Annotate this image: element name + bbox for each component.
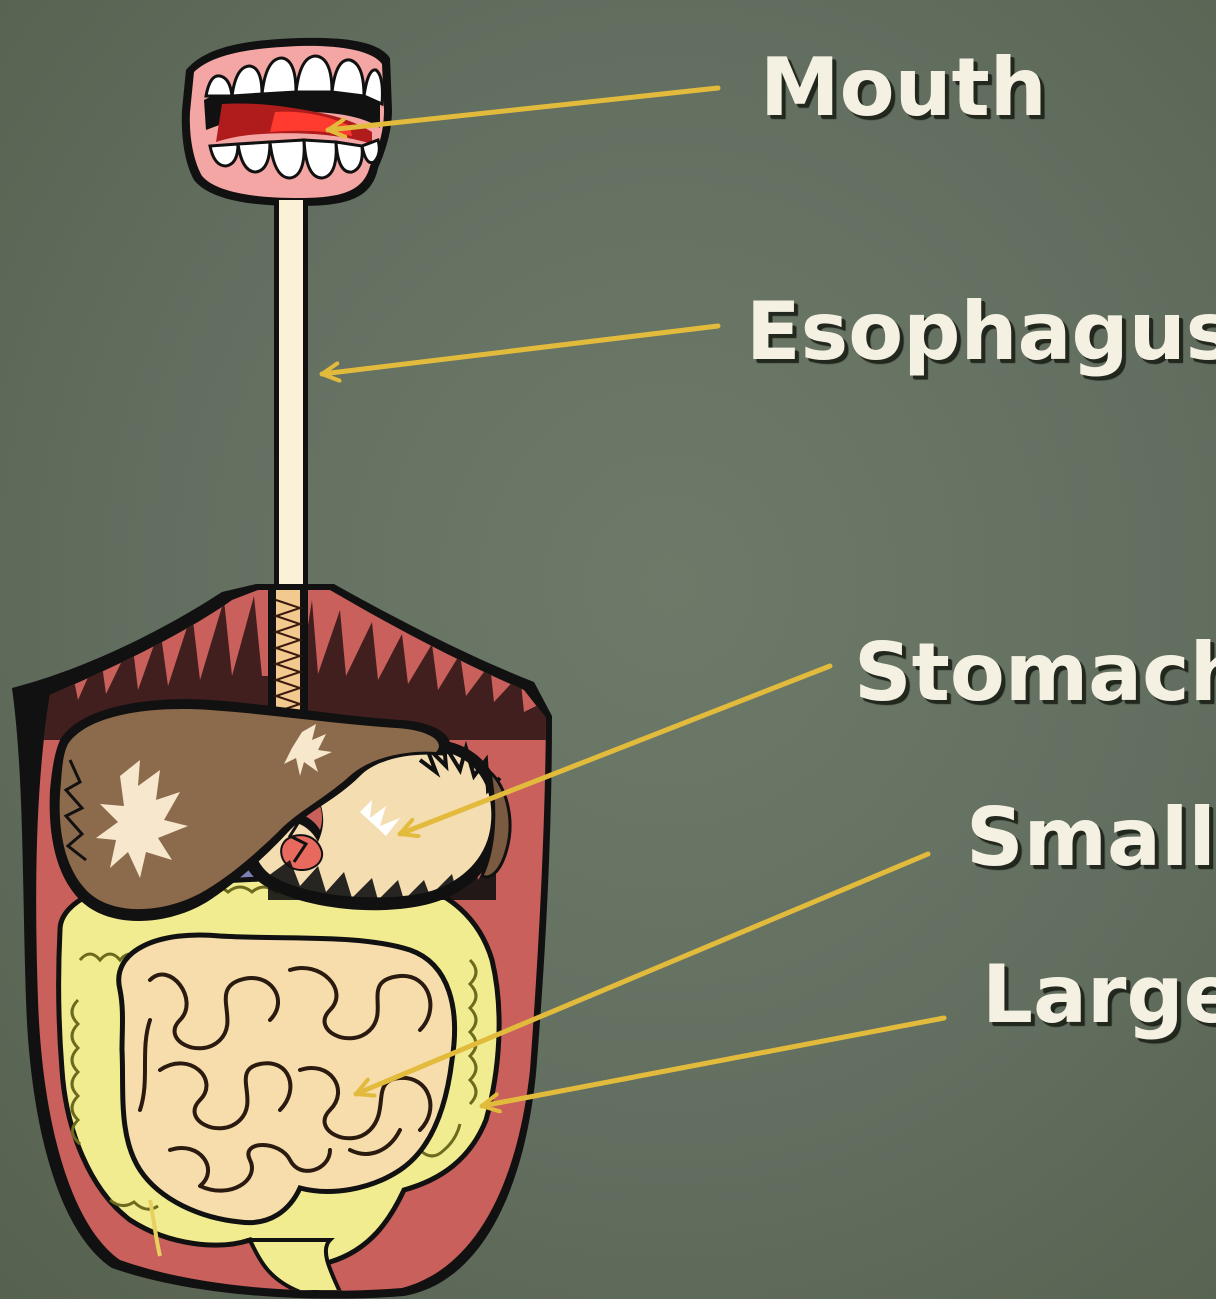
label-mouth: Mouth bbox=[760, 48, 1047, 128]
arrow-esophagus bbox=[322, 326, 718, 374]
label-esophagus: Esophagus bbox=[746, 292, 1216, 372]
label-large-intestine: Large bbox=[982, 955, 1216, 1035]
teeth-icon bbox=[182, 38, 392, 206]
label-stomach: Stomach bbox=[854, 633, 1216, 713]
digestive-organs-icon bbox=[12, 584, 552, 1299]
esophagus-tube bbox=[274, 200, 308, 600]
arrow-large bbox=[482, 1018, 944, 1106]
label-small-intestine: Small bbox=[966, 798, 1216, 878]
